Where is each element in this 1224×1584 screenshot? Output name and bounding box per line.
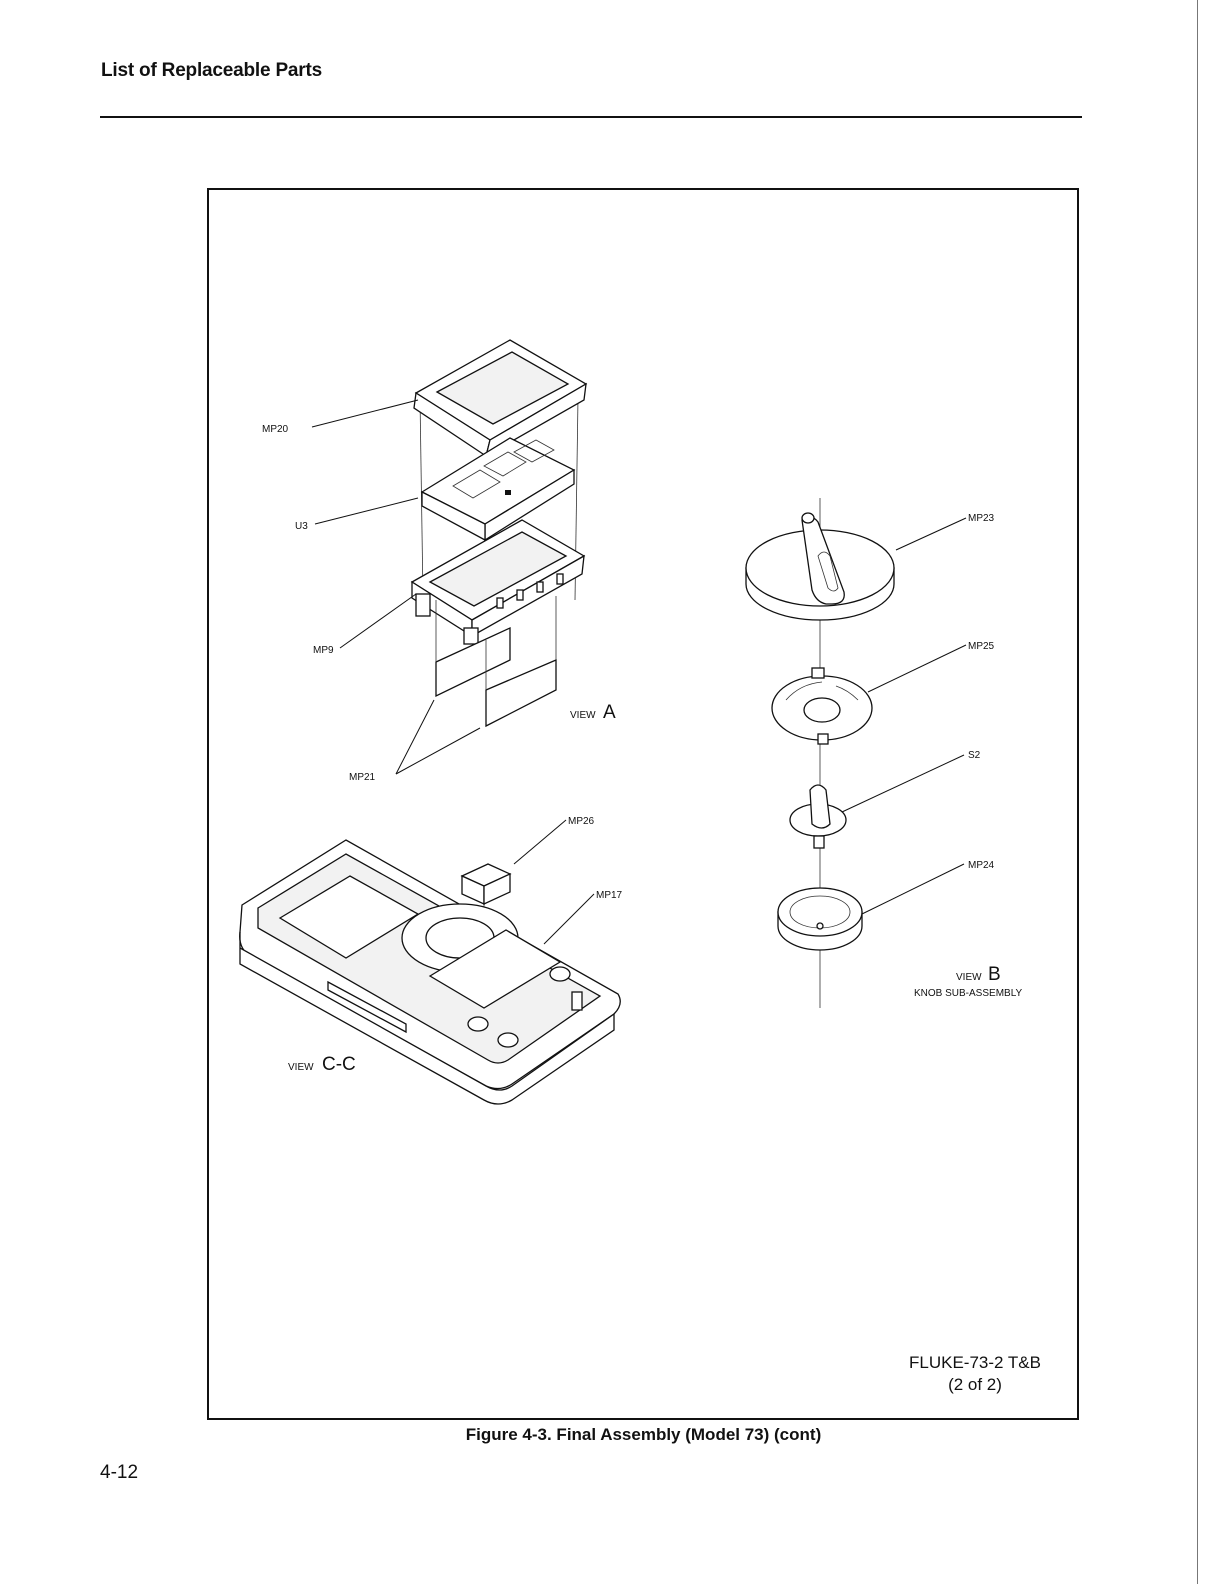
part-number: FLUKE-73-2 T&B [900,1352,1050,1374]
mp9-display-frame [412,520,584,644]
view-a-word: VIEW [570,710,596,721]
callout-u3: U3 [295,521,308,532]
part-number-block: FLUKE-73-2 T&B (2 of 2) [900,1352,1050,1396]
figure-caption: Figure 4-3. Final Assembly (Model 73) (c… [0,1425,1224,1445]
mp20-window-bezel [414,340,586,456]
view-a-display-stack [312,340,586,774]
mp25-detent-spring [772,668,872,744]
view-b-word: VIEW [956,972,982,983]
view-b-subtitle: KNOB SUB-ASSEMBLY [914,988,1023,999]
sheet-number: (2 of 2) [900,1374,1050,1396]
view-cc-letter: C-C [322,1054,356,1075]
callout-mp23: MP23 [968,513,995,524]
callout-mp9: MP9 [313,645,334,656]
view-cc-word: VIEW [288,1062,314,1073]
page-number: 4-12 [100,1462,138,1484]
mp24-switch-housing [778,888,862,950]
view-a-letter: A [603,702,616,723]
callout-mp25: MP25 [968,641,995,652]
mp23-knob [746,513,894,620]
mp26-pad [462,864,510,904]
callout-mp21: MP21 [349,772,376,783]
view-b-knob-subassembly [746,498,966,1008]
callout-mp24: MP24 [968,860,995,871]
callout-mp20: MP20 [262,424,289,435]
u3-lcd-display [422,438,574,540]
view-b-letter: B [988,964,1001,985]
callout-s2: S2 [968,750,981,761]
callout-mp17: MP17 [596,890,623,901]
s2-rotor-switch [790,785,846,848]
callout-mp26: MP26 [568,816,595,827]
